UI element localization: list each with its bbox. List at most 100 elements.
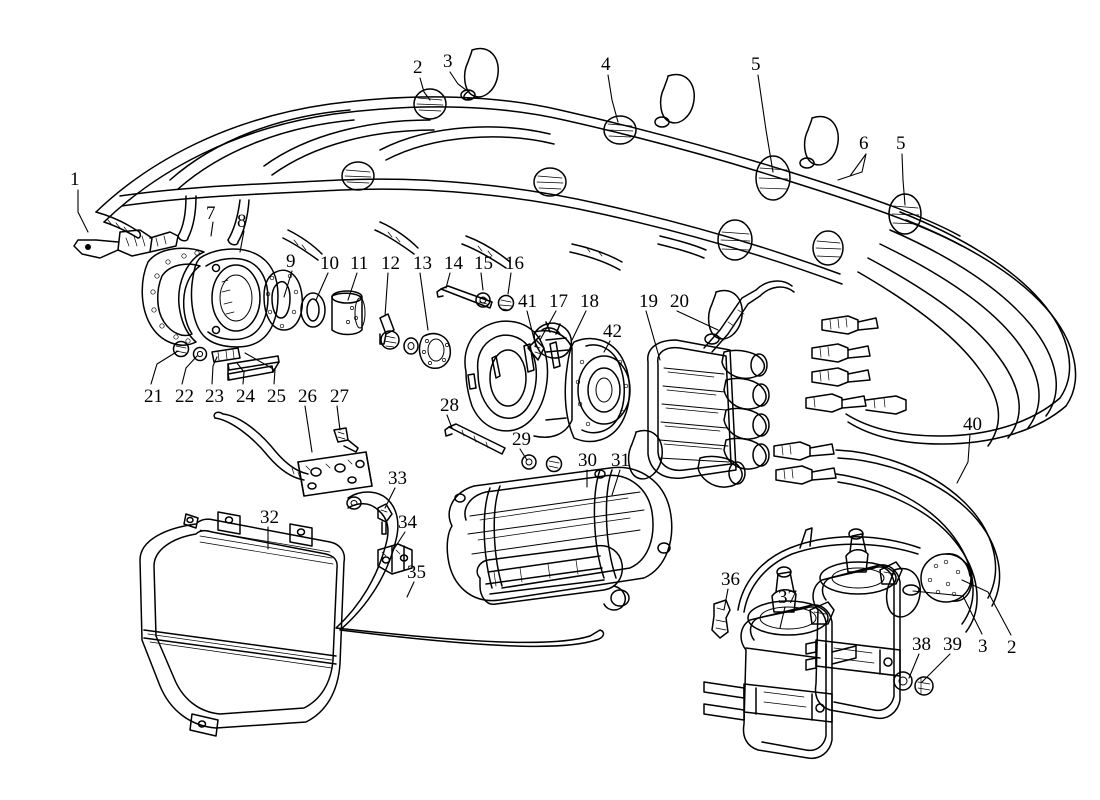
ignition-coil-assembly <box>703 527 921 760</box>
callout-number-38: 38 <box>912 634 931 655</box>
callout-number-35: 35 <box>407 562 426 583</box>
callout-number-2b: 2 <box>1007 637 1017 658</box>
starter-motor <box>446 466 673 611</box>
leader-line-22 <box>181 355 198 385</box>
plug-lead-end <box>227 199 250 246</box>
callout-number-34: 34 <box>398 512 417 533</box>
leader-line-13 <box>419 272 429 331</box>
callout-number-30: 30 <box>578 450 597 471</box>
leader-line-41 <box>526 310 537 348</box>
leader-line-16 <box>507 272 512 295</box>
callout-number-6: 6 <box>859 133 869 154</box>
callout-number-37: 37 <box>778 587 797 608</box>
plug-lead-end <box>95 211 142 239</box>
leader-line-11 <box>347 272 358 301</box>
callout-number-2a: 2 <box>413 57 423 78</box>
leader-line-17 <box>539 310 557 341</box>
callout-number-12: 12 <box>381 253 400 274</box>
plug-lead-end <box>657 235 707 259</box>
leader-line-40 <box>956 433 971 484</box>
leader-line-8 <box>239 230 245 253</box>
callout-number-18: 18 <box>580 291 599 312</box>
leader-line-2b <box>961 579 1012 636</box>
callout-number-3b: 3 <box>978 636 988 657</box>
leader-line-6 <box>837 153 867 181</box>
bracket-and-hose <box>213 411 373 497</box>
leader-line-33 <box>384 487 396 509</box>
callout-number-17: 17 <box>549 291 568 312</box>
retaining-ring <box>627 429 663 480</box>
callout-number-32: 32 <box>260 507 279 528</box>
callout-number-19: 19 <box>639 291 658 312</box>
callout-number-5a: 5 <box>751 54 761 75</box>
fastener-row-21-25 <box>172 340 280 381</box>
leader-line-9 <box>283 270 293 298</box>
leader-line-37 <box>779 606 786 629</box>
leader-line-10 <box>315 272 329 301</box>
harness-clamp <box>755 155 791 201</box>
leader-line-42 <box>603 340 611 353</box>
retaining-ring <box>704 289 743 345</box>
leader-line-28 <box>446 414 453 429</box>
leader-line-36 <box>723 588 729 611</box>
retaining-ring <box>885 567 921 618</box>
leader-line-29 <box>519 448 528 461</box>
leader-line-21 <box>150 350 179 385</box>
spark-plug-lead-harness <box>95 47 1077 618</box>
plug-lead-end <box>282 229 323 261</box>
hardware-row-10-16 <box>300 285 515 369</box>
callout-number-22: 22 <box>175 386 194 407</box>
leader-line-23 <box>211 356 218 385</box>
cap-and-ring-lower <box>893 553 973 696</box>
ht-terminal <box>773 441 835 461</box>
leader-line-3a <box>449 71 467 91</box>
callout-number-1: 1 <box>70 169 80 190</box>
cap-terminal-tower <box>697 455 746 488</box>
callout-number-23: 23 <box>205 386 224 407</box>
callout-number-27: 27 <box>330 386 349 407</box>
callout-number-20: 20 <box>670 291 689 312</box>
harness-clamp <box>888 193 922 235</box>
callout-number-9: 9 <box>286 251 296 272</box>
harness-clamp <box>413 88 447 120</box>
harness-clamp <box>603 115 637 145</box>
spark-plug <box>73 229 179 259</box>
callout-number-31: 31 <box>611 450 630 471</box>
leader-line-25 <box>244 352 276 385</box>
leader-line-35 <box>406 581 415 598</box>
callout-number-15: 15 <box>474 253 493 274</box>
leader-line-26 <box>304 405 313 453</box>
callout-number-14: 14 <box>444 253 463 274</box>
harness-clamp <box>533 167 567 197</box>
leader-line-34 <box>391 531 406 553</box>
retaining-ring <box>799 115 839 169</box>
callout-number-5b: 5 <box>896 133 906 154</box>
callout-number-7: 7 <box>206 203 216 224</box>
callout-number-26: 26 <box>298 386 317 407</box>
plug-lead-end <box>177 195 197 242</box>
distributor-cap <box>647 280 795 488</box>
leader-line-27 <box>336 405 341 431</box>
ht-terminal <box>811 367 871 387</box>
heat-shield <box>139 511 346 737</box>
leader-line-31 <box>611 469 621 496</box>
cap-terminal-tower <box>721 349 768 380</box>
callout-leader-lines <box>77 71 1012 683</box>
plug-lead-end <box>569 243 623 271</box>
leader-line-7 <box>210 221 214 237</box>
callout-number-25: 25 <box>267 386 286 407</box>
clip-clamp-cable <box>335 491 605 648</box>
cap-terminal-tower <box>723 407 770 440</box>
callout-number-33: 33 <box>388 468 407 489</box>
harness-clamp <box>341 161 375 191</box>
plug-lead-end <box>374 221 419 255</box>
callout-number-4: 4 <box>601 54 611 75</box>
leader-line-19 <box>645 310 661 361</box>
leader-line-18 <box>571 310 587 341</box>
callout-number-21: 21 <box>144 386 163 407</box>
leader-line-38 <box>908 653 920 679</box>
ht-terminal <box>805 393 907 415</box>
leader-line-3b <box>912 590 983 635</box>
